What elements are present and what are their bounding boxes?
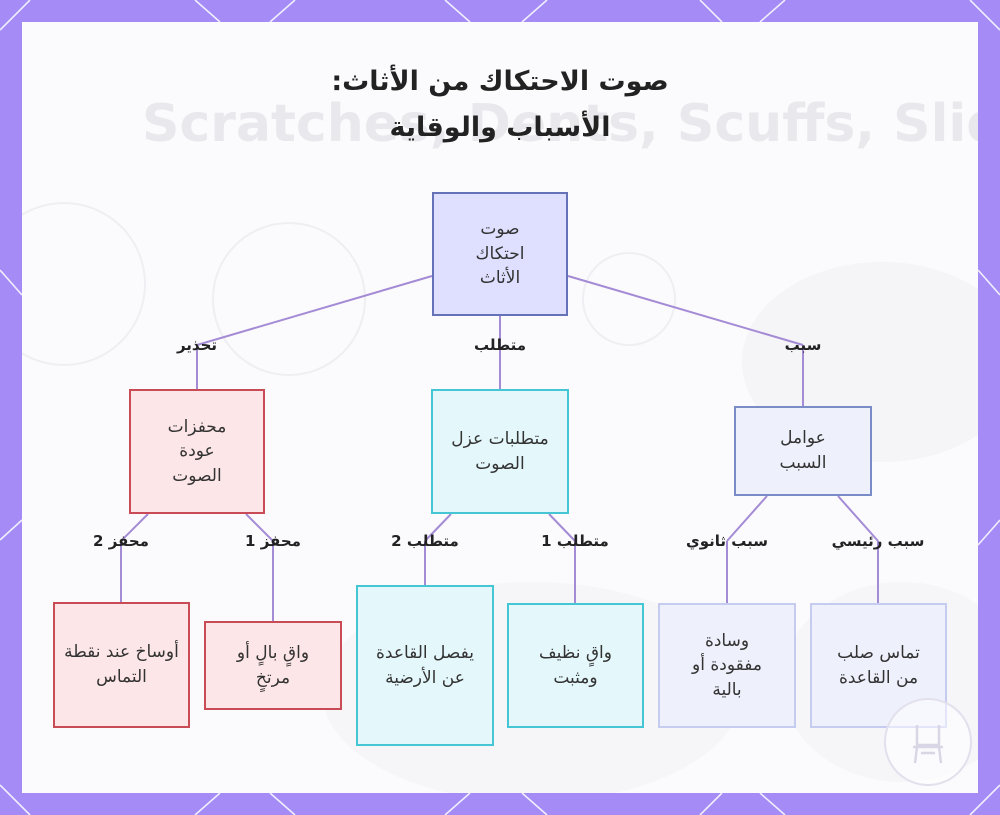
node-root: صوت احتكاك الأثاث (432, 192, 568, 316)
node-requirements: متطلبات عزل الصوت (431, 389, 569, 514)
chair-badge-icon (884, 698, 972, 786)
edge-label-warn: تحذير (176, 336, 218, 354)
edge-causes-secondary (726, 495, 768, 542)
node-trigger1: واقٍ بالٍ أو مرتخٍ (204, 621, 342, 710)
edge-label-req2: متطلب 2 (391, 532, 459, 550)
node-trigger2: أوساخ عند نقطة التماس (53, 602, 190, 728)
edge-label-trigger1: محفز 1 (245, 532, 301, 550)
edge-warnings-trigger2 (120, 513, 149, 542)
edge-label-req1: متطلب 1 (541, 532, 609, 550)
node-req1: واقٍ نظيف ومثبت (507, 603, 644, 728)
node-secondary: وسادة مفقودة أو بالية (658, 603, 796, 728)
edge-label-require: متطلب (473, 336, 527, 354)
background-shape (582, 252, 676, 346)
edge-req-req1 (548, 513, 576, 542)
edge-root-causes (567, 275, 804, 346)
edge-req-req2 (424, 513, 452, 542)
background-shape (212, 222, 366, 376)
background-headline: Scratches, Dents, Scuffs, Sliding (142, 94, 978, 154)
edge-label-secondary: سبب ثانوي (685, 532, 769, 550)
edge-warnings-trigger1 (245, 513, 274, 542)
node-warnings: محفزات عودة الصوت (129, 389, 265, 514)
edge-label-cause: سبب (784, 336, 822, 354)
edge-label-primary: سبب رئيسي (831, 532, 925, 550)
edge-root-warnings (196, 275, 433, 346)
node-req2: يفصل القاعدة عن الأرضية (356, 585, 494, 746)
edge-causes-primary (837, 495, 879, 542)
edge-label-trigger2: محفز 2 (93, 532, 149, 550)
node-causes: عوامل السبب (734, 406, 872, 496)
diagram-subtitle: الأسباب والوقاية (389, 112, 611, 143)
diagram-title: صوت الاحتكاك من الأثاث: (331, 66, 669, 97)
